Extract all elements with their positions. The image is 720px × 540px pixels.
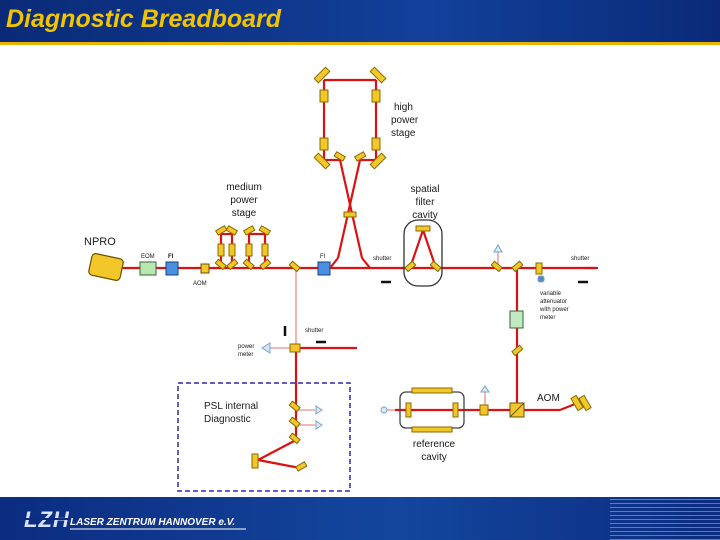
shutter-label-3: shutter (305, 328, 323, 334)
reference-cavity-label-2: cavity (421, 452, 447, 463)
high-stage-label-1: high (394, 102, 413, 113)
shutter-label-1: shutter (373, 256, 391, 262)
aom-label-1: AOM (193, 281, 207, 287)
reference-cavity-label-1: reference (413, 439, 456, 450)
lzh-logo-text: LASER ZENTRUM HANNOVER e.V. (70, 517, 235, 528)
beam-paths (120, 78, 598, 470)
high-stage-label-2: power (391, 115, 419, 126)
fi-label-1: FI (168, 254, 174, 260)
faraday-isolator-2 (317, 261, 331, 276)
title-bar: Diagnostic Breadboard (0, 0, 720, 45)
npro-label: NPRO (84, 236, 116, 248)
attenuator-label-1: variable (540, 291, 562, 297)
variable-attenuator-block (509, 310, 524, 329)
power-meter-label-1: power (238, 344, 254, 350)
medium-stage-label-3: stage (232, 208, 257, 219)
psl-diagnostic-label-1: PSL internal (204, 401, 258, 412)
spatial-filter-cavity (403, 219, 443, 287)
aom-beam-dump (570, 394, 592, 412)
psl-diagnostic-box (177, 382, 351, 492)
npro-laser (88, 253, 124, 281)
attenuator-label-3: with power (539, 307, 569, 313)
attenuator-label-2: attenuator (540, 299, 567, 305)
reference-cavity (399, 387, 465, 433)
eom-label: EOM (141, 254, 155, 260)
medium-stage-mirrors (214, 225, 301, 273)
attenuator-label-4: meter (540, 315, 555, 321)
medium-stage-label-1: medium (226, 182, 262, 193)
high-stage-mirrors (313, 66, 387, 218)
right-side-optics (251, 260, 543, 472)
spatial-filter-label-2: filter (416, 197, 436, 208)
power-meter-label-2: meter (238, 352, 253, 358)
footer-decoration (610, 497, 720, 540)
eom-component (139, 261, 157, 276)
lzh-logo: LZH LASER ZENTRUM HANNOVER e.V. (24, 507, 246, 532)
page-title: Diagnostic Breadboard (6, 5, 282, 33)
aom-label-2: AOM (537, 393, 560, 404)
spatial-filter-label-1: spatial (411, 184, 440, 195)
spatial-filter-label-3: cavity (412, 210, 438, 221)
fi-label-2: FI (320, 254, 326, 260)
shutter-label-2: shutter (571, 256, 589, 262)
footer-bar: LZH LASER ZENTRUM HANNOVER e.V. (0, 497, 720, 540)
aom-component-1 (200, 263, 210, 274)
faraday-isolator-1 (165, 261, 179, 276)
shutters (283, 280, 588, 344)
medium-stage-label-2: power (230, 195, 258, 206)
high-stage-label-3: stage (391, 128, 416, 139)
photodetectors (261, 243, 545, 430)
psl-diagnostic-label-2: Diagnostic (204, 414, 251, 425)
